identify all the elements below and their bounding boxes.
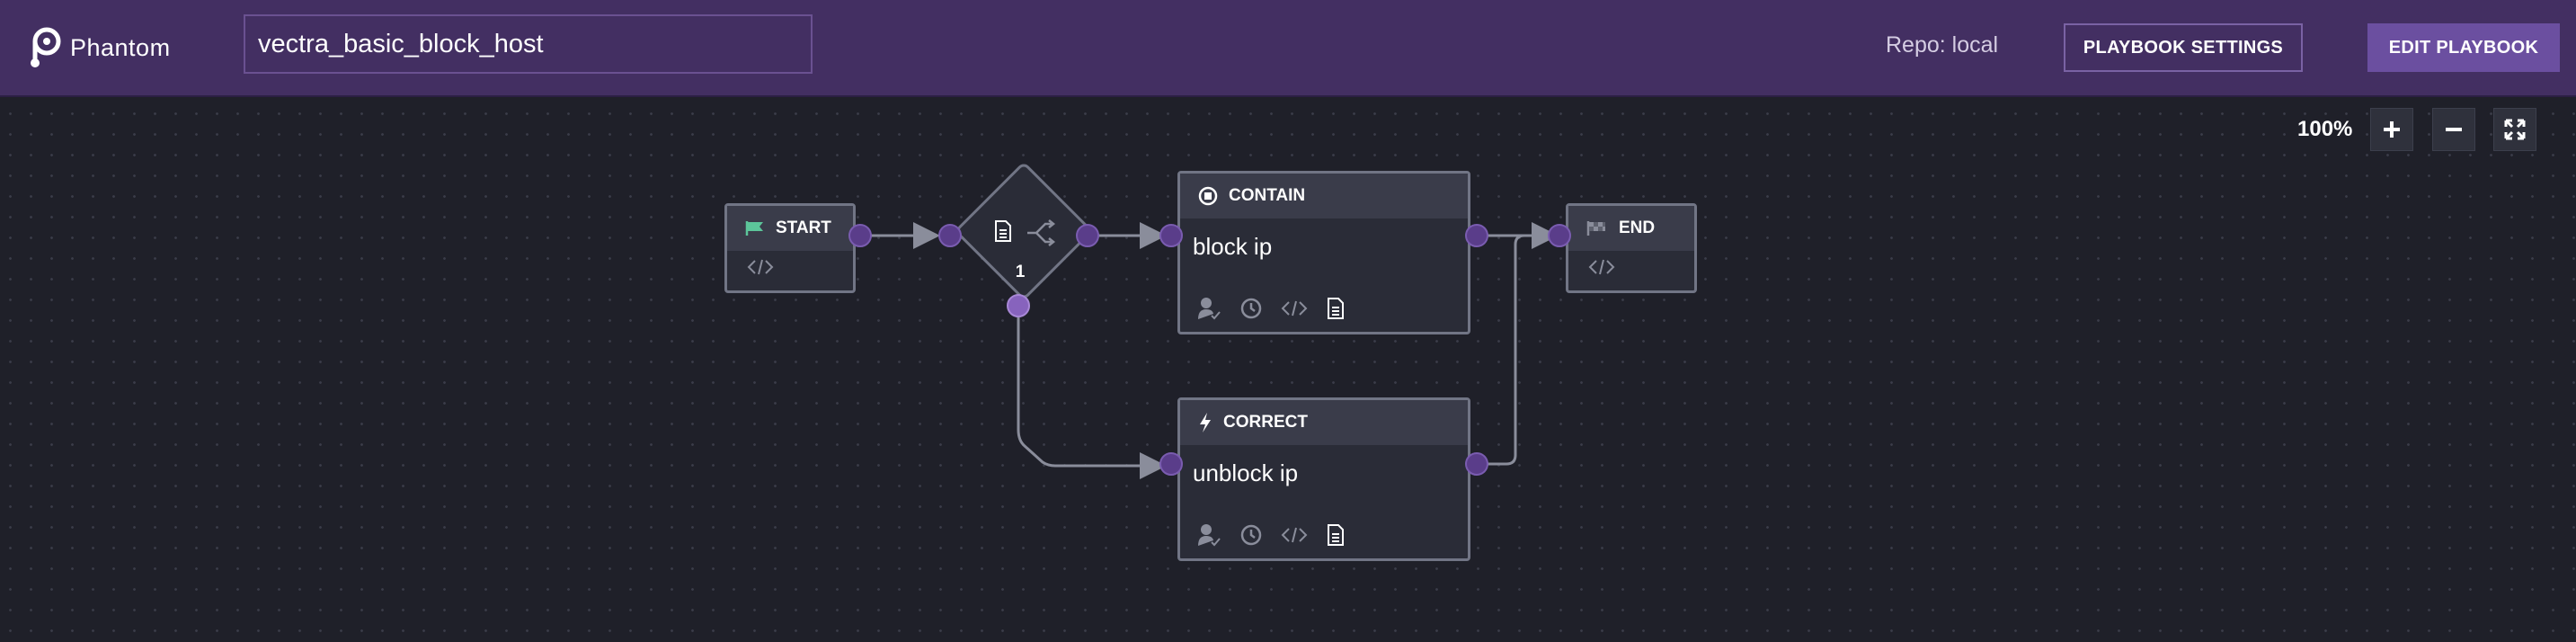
decision-input-port[interactable] <box>938 224 962 247</box>
start-node[interactable]: START <box>724 203 856 293</box>
contain-action-type: CONTAIN <box>1229 186 1306 205</box>
end-input-port[interactable] <box>1548 224 1571 247</box>
flag-icon <box>745 220 765 236</box>
contain-action-node[interactable]: CONTAIN block ip <box>1177 171 1470 334</box>
plus-icon <box>2384 121 2400 138</box>
app-name: Phantom <box>70 33 171 61</box>
phantom-logo-icon <box>31 27 61 67</box>
playbook-settings-button[interactable]: PLAYBOOK SETTINGS <box>2064 23 2303 72</box>
correct-action-title: unblock ip <box>1193 459 1299 486</box>
code-icon[interactable] <box>1281 526 1308 544</box>
branch-icon <box>1026 219 1056 251</box>
decision-branch-count: 1 <box>1015 263 1026 281</box>
lightning-icon <box>1198 412 1212 433</box>
finish-flag-icon <box>1586 220 1608 236</box>
correct-output-port[interactable] <box>1465 452 1488 476</box>
code-icon[interactable] <box>747 258 774 281</box>
decision-output-port[interactable] <box>1076 224 1099 247</box>
edit-playbook-button[interactable]: EDIT PLAYBOOK <box>2367 23 2560 72</box>
document-icon[interactable] <box>1326 297 1346 320</box>
zoom-out-button[interactable] <box>2432 108 2475 151</box>
fit-to-screen-button[interactable] <box>2493 108 2536 151</box>
connection-correct-end <box>1477 234 1553 466</box>
end-node-label: END <box>1619 218 1656 237</box>
playbook-name-input[interactable] <box>244 14 813 74</box>
phantom-logo[interactable]: Phantom <box>23 23 171 72</box>
user-approval-icon[interactable] <box>1196 522 1221 548</box>
code-icon[interactable] <box>1588 258 1615 281</box>
code-icon[interactable] <box>1281 299 1308 317</box>
expand-icon <box>2504 119 2526 140</box>
stop-icon <box>1198 186 1218 206</box>
document-icon <box>993 219 1013 251</box>
contain-input-port[interactable] <box>1159 224 1183 247</box>
start-node-label: START <box>776 218 831 237</box>
correct-input-port[interactable] <box>1159 452 1183 476</box>
connection-decision-correct <box>1017 306 1167 479</box>
zoom-level: 100% <box>2297 117 2353 141</box>
zoom-in-button[interactable] <box>2370 108 2413 151</box>
user-approval-icon[interactable] <box>1196 296 1221 321</box>
document-icon[interactable] <box>1326 523 1346 547</box>
clock-icon[interactable] <box>1239 523 1263 547</box>
top-bar: Phantom Repo: local PLAYBOOK SETTINGS ED… <box>0 0 2576 97</box>
contain-output-port[interactable] <box>1465 224 1488 247</box>
end-node[interactable]: END <box>1566 203 1697 293</box>
contain-action-title: block ip <box>1193 233 1273 260</box>
start-output-port[interactable] <box>848 224 872 247</box>
decision-bottom-port[interactable] <box>1007 294 1030 317</box>
repo-label: Repo: local <box>1886 32 1999 58</box>
minus-icon <box>2446 128 2462 131</box>
clock-icon[interactable] <box>1239 297 1263 320</box>
correct-action-node[interactable]: CORRECT unblock ip <box>1177 397 1470 561</box>
correct-action-type: CORRECT <box>1223 413 1308 432</box>
